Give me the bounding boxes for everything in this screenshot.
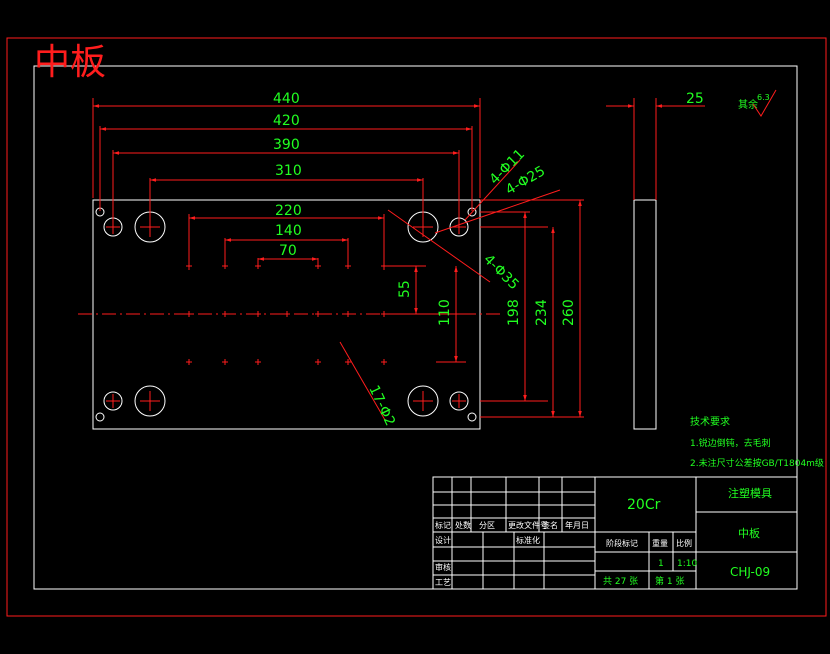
hole-label-35: 4-Φ35: [480, 252, 522, 294]
surface-value: 6.3: [757, 93, 770, 102]
dim-390: 390: [273, 137, 300, 153]
tb-scale: 1:10: [677, 559, 697, 569]
tb-sheet-no: 第 1 张: [655, 575, 684, 587]
tech-line-2: 2.未注尺寸公差按GB/T1804m级: [690, 457, 824, 469]
tb-header-4: 更改文件号: [508, 520, 548, 530]
dim-110: 110: [437, 299, 453, 326]
dim-140: 140: [275, 223, 302, 239]
tb-header-5: 签名: [542, 520, 558, 530]
roughness-icon: [752, 89, 777, 117]
tb-header-3: 分区: [479, 521, 495, 530]
tb-header-1: 标记: [435, 520, 451, 530]
tb-scale-label: 比例: [676, 538, 692, 548]
dim-420: 420: [273, 113, 300, 129]
dim-234: 234: [534, 299, 550, 326]
dim-310: 310: [275, 163, 302, 179]
dim-220: 220: [275, 203, 302, 219]
tb-standard: 标准化: [516, 535, 540, 545]
tb-qty: 1: [658, 559, 664, 569]
dim-198: 198: [506, 299, 522, 326]
tb-review: 审核: [435, 562, 451, 572]
dim-25: 25: [686, 91, 704, 107]
tb-sheets-total: 共 27 张: [603, 576, 638, 587]
tech-line-1: 1.锐边倒钝，去毛刺: [690, 437, 771, 449]
outer-frame: [6, 37, 827, 617]
dim-70: 70: [279, 243, 297, 259]
dim-55: 55: [397, 280, 413, 298]
tb-company: 注塑模具: [728, 486, 772, 500]
tb-stage-label: 阶段标记: [606, 538, 638, 548]
dim-440: 440: [273, 91, 300, 107]
hole-centers: [106, 217, 466, 411]
tb-process: 工艺: [435, 578, 451, 587]
tb-material: 20Cr: [627, 497, 661, 513]
tech-heading: 技术要求: [690, 415, 730, 428]
inner-frame: [33, 65, 798, 590]
tb-drawing-no: CHJ-09: [730, 565, 770, 579]
tb-part-name: 中板: [738, 526, 760, 540]
tb-design: 设计: [435, 535, 451, 545]
tb-weight-label: 重量: [652, 538, 668, 548]
side-dim: [606, 98, 705, 200]
surface-label: 其余: [738, 98, 758, 111]
tb-header-6: 年月日: [565, 520, 589, 530]
horizontal-dims: [92, 98, 481, 270]
tb-header-2: 处数: [455, 520, 471, 530]
hole-label-12: 17-Φ2: [365, 383, 398, 429]
dim-260: 260: [561, 299, 577, 326]
side-view: [633, 199, 657, 430]
title-block: [432, 476, 798, 590]
vertical-dims: [386, 199, 584, 418]
hole-leaders: [339, 159, 561, 421]
drawing-title: 中板: [34, 42, 106, 83]
